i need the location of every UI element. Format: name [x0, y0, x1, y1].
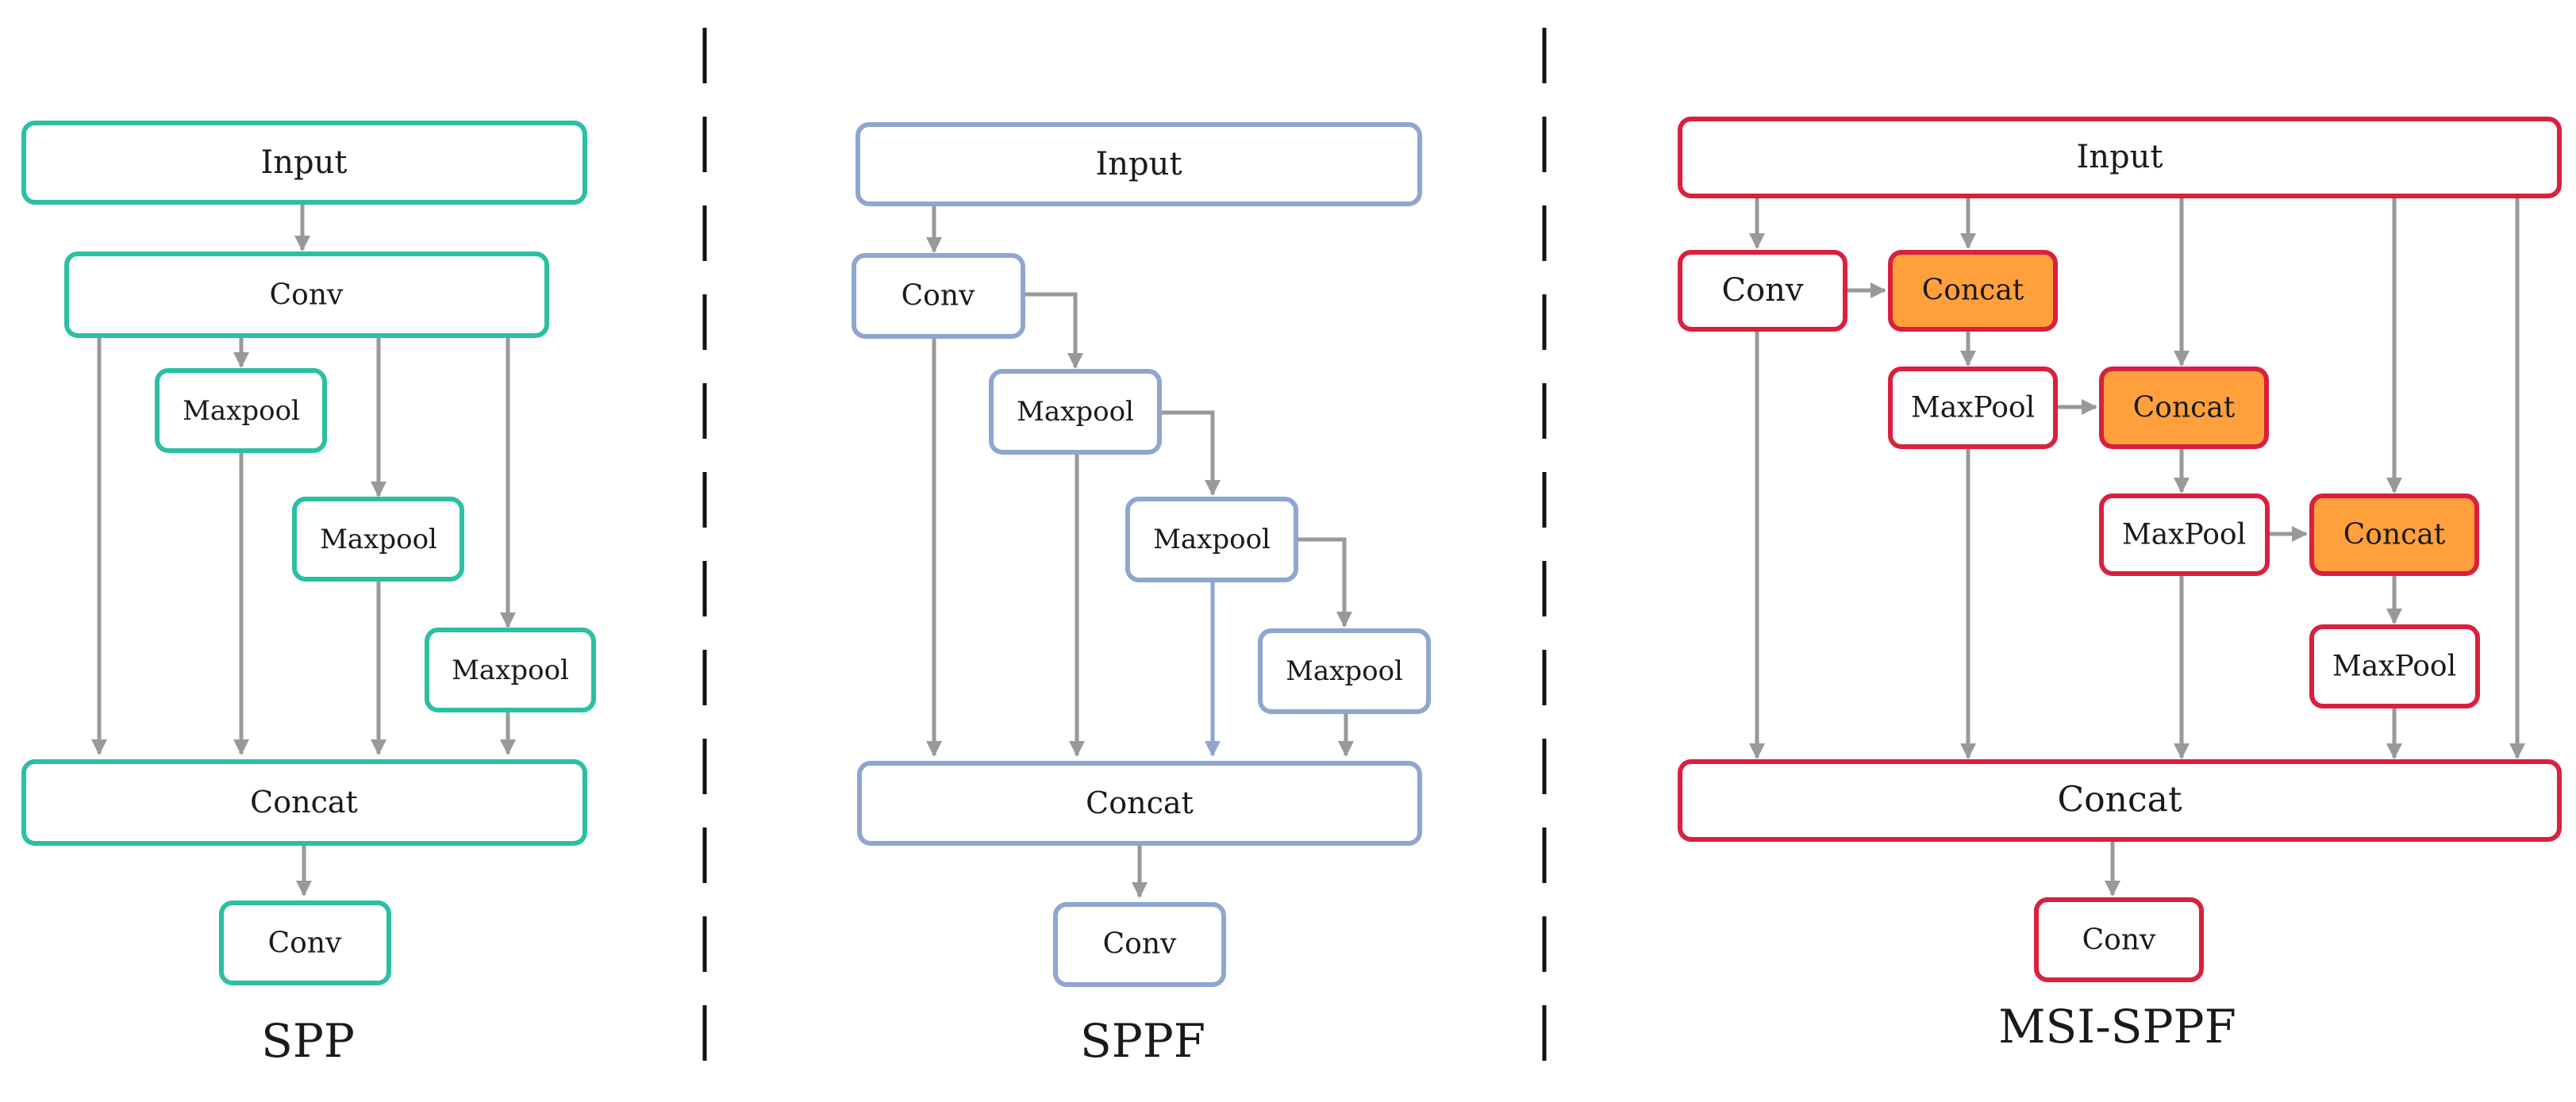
- msi-maxpool-1-box: [1888, 367, 2058, 449]
- spp-maxpool-1-label: Maxpool: [183, 395, 300, 427]
- msi-concat-label: Concat: [2057, 780, 2182, 820]
- msi-conv-bottom-box: [2034, 897, 2204, 982]
- sppf-caption: SPPF: [1080, 1014, 1205, 1068]
- spp-input-box: [21, 121, 587, 205]
- spp-concat-box: [21, 759, 587, 846]
- sppf-concat-label: Concat: [1086, 785, 1194, 820]
- msi-concat-1-box: [1888, 250, 2058, 332]
- msi-sppf-caption: MSI-SPPF: [1998, 1000, 2236, 1054]
- sppf-maxpool-2-box: [1125, 497, 1298, 582]
- msi-concat-2-box: [2099, 367, 2269, 449]
- msi-sppf-panel: Input Conv Concat MaxPool Concat MaxPool…: [1678, 117, 2562, 1054]
- msi-maxpool-2-label: MaxPool: [2122, 519, 2246, 551]
- sppf-conv-top-label: Conv: [902, 280, 975, 313]
- sppf-arrow-conv-maxpool1: [1023, 292, 1083, 369]
- spp-maxpool-2-label: Maxpool: [320, 524, 437, 555]
- msi-conv-top-box: [1678, 250, 1847, 332]
- msi-maxpool-3-box: [2309, 624, 2480, 708]
- sppf-input-label: Input: [1095, 146, 1182, 182]
- sppf-maxpool-3-label: Maxpool: [1286, 655, 1403, 687]
- sppf-maxpool-1-box: [989, 369, 1162, 455]
- msi-conv-bottom-label: Conv: [2082, 924, 2156, 957]
- spp-maxpool-3-label: Maxpool: [452, 655, 569, 686]
- sppf-maxpool-2-label: Maxpool: [1153, 524, 1271, 555]
- spp-maxpool-3-box: [425, 628, 596, 712]
- spp-conv-top-label: Conv: [270, 279, 344, 312]
- spp-conv-bottom-label: Conv: [268, 927, 342, 960]
- sppf-concat-box: [857, 761, 1422, 846]
- spp-input-label: Input: [260, 144, 347, 181]
- sppf-maxpool-1-label: Maxpool: [1017, 396, 1134, 428]
- spp-caption: SPP: [261, 1014, 355, 1068]
- sppf-input-box: [855, 122, 1422, 206]
- sppf-maxpool-3-box: [1258, 628, 1431, 714]
- sppf-conv-bottom-label: Conv: [1103, 928, 1177, 961]
- sppf-conv-bottom-box: [1053, 902, 1226, 987]
- sppf-panel: Input Conv Maxpool Maxpool Maxpool Conca…: [852, 122, 1431, 1068]
- sppf-arrow-maxpool2-maxpool3: [1296, 537, 1352, 628]
- spp-maxpool-1-box: [155, 368, 327, 453]
- spp-conv-top-box: [64, 252, 549, 338]
- spp-conv-bottom-box: [219, 900, 391, 985]
- msi-input-box: [1678, 117, 2562, 198]
- msi-concat-1-label: Concat: [1922, 275, 2024, 307]
- msi-concat-box: [1678, 759, 2562, 842]
- msi-conv-top-label: Conv: [1721, 272, 1803, 309]
- msi-maxpool-2-box: [2099, 493, 2270, 576]
- spp-panel: Input Conv Maxpool Maxpool Maxpool Conca…: [21, 121, 596, 1068]
- sppf-conv-top-box: [852, 253, 1025, 339]
- spp-concat-label: Concat: [250, 785, 358, 820]
- msi-maxpool-1-label: MaxPool: [1911, 392, 2035, 424]
- msi-concat-3-label: Concat: [2343, 519, 2446, 551]
- spp-maxpool-2-box: [292, 497, 464, 582]
- msi-concat-2-label: Concat: [2133, 392, 2236, 424]
- msi-concat-3-box: [2309, 493, 2479, 576]
- msi-maxpool-3-label: MaxPool: [2332, 651, 2456, 683]
- msi-input-label: Input: [2076, 139, 2163, 175]
- sppf-arrow-maxpool1-maxpool2: [1159, 410, 1221, 496]
